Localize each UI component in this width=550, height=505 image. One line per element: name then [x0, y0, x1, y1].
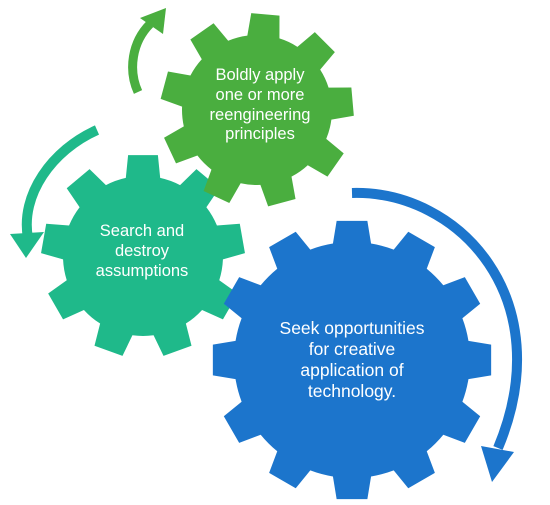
arrow-top-head [140, 8, 166, 34]
curved-arrow-up-icon [128, 20, 154, 94]
gear-boldly-apply [160, 13, 354, 207]
arrow-left-head [10, 232, 44, 258]
curved-arrow-down-icon [351, 187, 522, 450]
gear-search-and-destroy [41, 155, 245, 356]
arrow-right-head [481, 446, 514, 482]
curved-arrow-down-icon [21, 125, 100, 239]
gear-seek-opportunities [212, 220, 492, 500]
